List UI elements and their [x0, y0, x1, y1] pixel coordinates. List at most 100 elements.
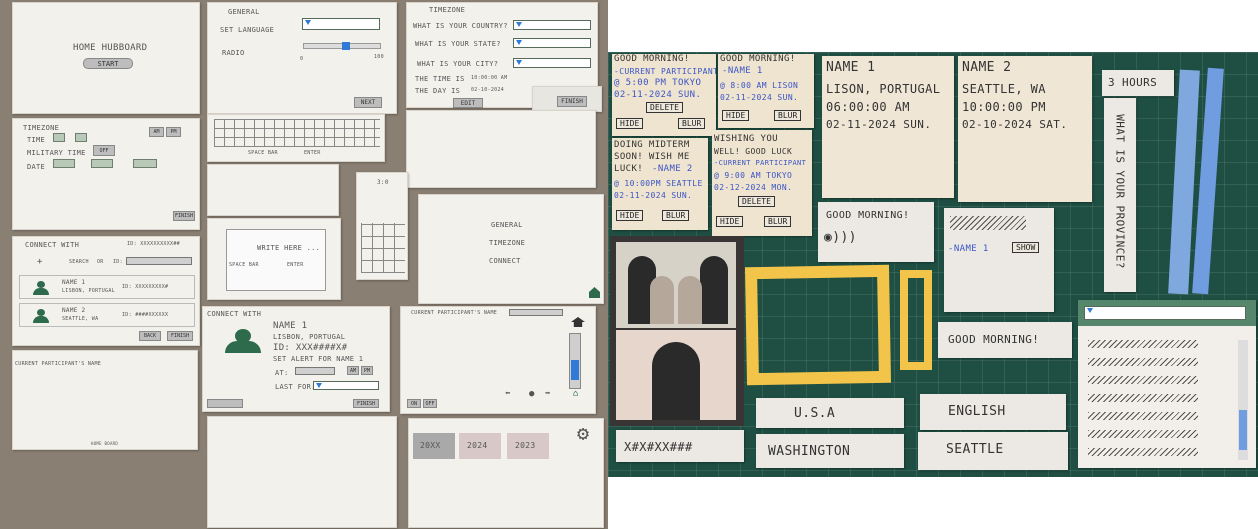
speaker-icon[interactable]: ◉))) [824, 230, 857, 245]
editor-enter[interactable]: ENTER [287, 262, 304, 268]
year-chip-2-label: 2024 [467, 441, 488, 450]
state-dropdown[interactable] [513, 38, 591, 48]
last-for-dropdown[interactable] [313, 381, 379, 390]
keyboard-space[interactable]: SPACE BAR [248, 150, 278, 156]
arrow-left-icon[interactable]: ⬅ [505, 389, 511, 399]
finish-button-timezone-b[interactable]: FINISH [173, 211, 195, 221]
date-label: DATE [27, 163, 46, 171]
note-1-delete[interactable]: DELETE [646, 102, 683, 113]
note-2-from: -NAME 1 [722, 66, 763, 76]
circle-icon[interactable]: ● [529, 389, 535, 399]
day-value: 02-10-2024 [471, 87, 505, 93]
scribble-option[interactable] [1088, 448, 1198, 456]
note-2-blur[interactable]: BLUR [774, 110, 802, 121]
menu-card: GENERAL TIMEZONE CONNECT [418, 194, 604, 304]
note-3-line-3: LUCK! [614, 164, 644, 174]
date-month-field[interactable] [53, 159, 75, 168]
note-4-blur[interactable]: BLUR [764, 216, 792, 227]
list-scroll-thumb[interactable] [1239, 410, 1247, 450]
blank-card-2 [207, 164, 339, 216]
am-toggle[interactable]: AM [149, 127, 164, 137]
gear-icon[interactable]: ⚙ [577, 421, 590, 445]
city-dropdown[interactable] [513, 58, 591, 68]
country-dropdown[interactable] [513, 20, 591, 30]
menu-timezone[interactable]: TIMEZONE [489, 239, 526, 247]
group-photo [616, 242, 736, 328]
id-label-card: X#X#XX### [616, 430, 744, 462]
note-2-hide[interactable]: HIDE [722, 110, 750, 121]
back-tab[interactable] [207, 399, 243, 408]
province-dropdown[interactable] [1084, 306, 1246, 320]
general-settings-card: GENERAL SET LANGUAGE RADIO 0 100 NEXT [207, 2, 397, 114]
contact-avatar-icon [225, 329, 261, 353]
scribble-option[interactable] [1088, 430, 1198, 438]
home-icon[interactable] [571, 317, 585, 327]
voice-message-card: GOOD MORNING! ◉))) [818, 202, 934, 262]
slider-handle[interactable] [342, 42, 350, 50]
scribble-option[interactable] [1088, 376, 1198, 384]
note-3-blur[interactable]: BLUR [662, 210, 690, 221]
silhouette-icon [652, 342, 700, 420]
note-2-message: GOOD MORNING! [720, 54, 796, 64]
next-button[interactable]: NEXT [354, 97, 382, 108]
editor-frame: WRITE HERE ... SPACE BAR ENTER [226, 229, 326, 291]
numpad-keys[interactable] [361, 223, 405, 273]
finish-button-connect[interactable]: FINISH [167, 331, 193, 341]
alert-am[interactable]: AM [347, 366, 359, 375]
note-4-hide[interactable]: HIDE [716, 216, 744, 227]
menu-general[interactable]: GENERAL [491, 221, 523, 229]
hour-field[interactable] [53, 133, 65, 142]
note-1-hide[interactable]: HIDE [616, 118, 644, 129]
home-icon[interactable] [589, 287, 600, 298]
volume-slider[interactable] [569, 333, 581, 389]
alert-time-field[interactable] [295, 367, 335, 375]
blank-card-3 [207, 416, 397, 528]
id-search-field[interactable] [126, 257, 192, 265]
off-toggle[interactable]: OFF [423, 399, 437, 408]
language-dropdown[interactable] [302, 18, 380, 30]
finish-button-detail[interactable]: FINISH [353, 399, 379, 408]
pm-toggle[interactable]: PM [166, 127, 181, 137]
arrow-right-icon[interactable]: ➡ [545, 389, 551, 399]
minute-field[interactable] [75, 133, 87, 142]
contact-row-1[interactable]: NAME 1 LISBON, PORTUGAL ID: XXXXXXXXX# [19, 275, 195, 299]
list-scrollbar[interactable] [1238, 340, 1248, 460]
note-4-delete[interactable]: DELETE [738, 196, 775, 207]
scribble-option[interactable] [1088, 340, 1198, 348]
year-chip-1[interactable]: 20XX [413, 433, 455, 459]
military-toggle[interactable]: OFF [93, 145, 115, 156]
menu-connect[interactable]: CONNECT [489, 257, 521, 265]
home-small-icon[interactable]: ⌂ [573, 389, 579, 399]
note-1-blur[interactable]: BLUR [678, 118, 706, 129]
show-button[interactable]: SHOW [1012, 242, 1040, 253]
keyboard-enter[interactable]: ENTER [304, 150, 321, 156]
editor-space[interactable]: SPACE BAR [229, 262, 259, 268]
id-label: ID: [113, 259, 123, 265]
scribble-option[interactable] [1088, 412, 1198, 420]
start-button[interactable]: START [83, 58, 133, 69]
year-chip-3[interactable]: 2023 [507, 433, 549, 459]
volume-handle[interactable] [571, 360, 579, 380]
note-3-hide[interactable]: HIDE [616, 210, 644, 221]
date-year-field[interactable] [133, 159, 157, 168]
scribble-option[interactable] [1088, 358, 1198, 366]
country-label-card: U.S.A [756, 398, 904, 428]
note-card-4: WISHING YOU WELL! GOOD LUCK -CURRENT PAR… [712, 130, 812, 236]
keyboard-keys[interactable] [214, 119, 380, 147]
radio-slider[interactable] [303, 42, 381, 50]
on-toggle[interactable]: ON [407, 399, 421, 408]
edit-button[interactable]: EDIT [453, 98, 483, 108]
alert-pm[interactable]: PM [361, 366, 373, 375]
participant-a-status: HOME BOARD [91, 441, 119, 446]
contact-row-2[interactable]: NAME 2 SEATTLE, WA ID: ####XXXXXX [19, 303, 195, 327]
back-button[interactable]: BACK [139, 331, 161, 341]
finish-button-timezone[interactable]: FINISH [557, 96, 587, 107]
add-icon[interactable]: + [37, 257, 43, 267]
note-3-line-1: DOING MIDTERM [614, 140, 690, 150]
date-day-field[interactable] [91, 159, 113, 168]
good-morning-strip: GOOD MORNING! [938, 322, 1072, 358]
year-chip-2[interactable]: 2024 [459, 433, 501, 459]
participant-search[interactable] [509, 309, 563, 316]
scribble-option[interactable] [1088, 394, 1198, 402]
write-here-text[interactable]: WRITE HERE ... [257, 244, 321, 252]
